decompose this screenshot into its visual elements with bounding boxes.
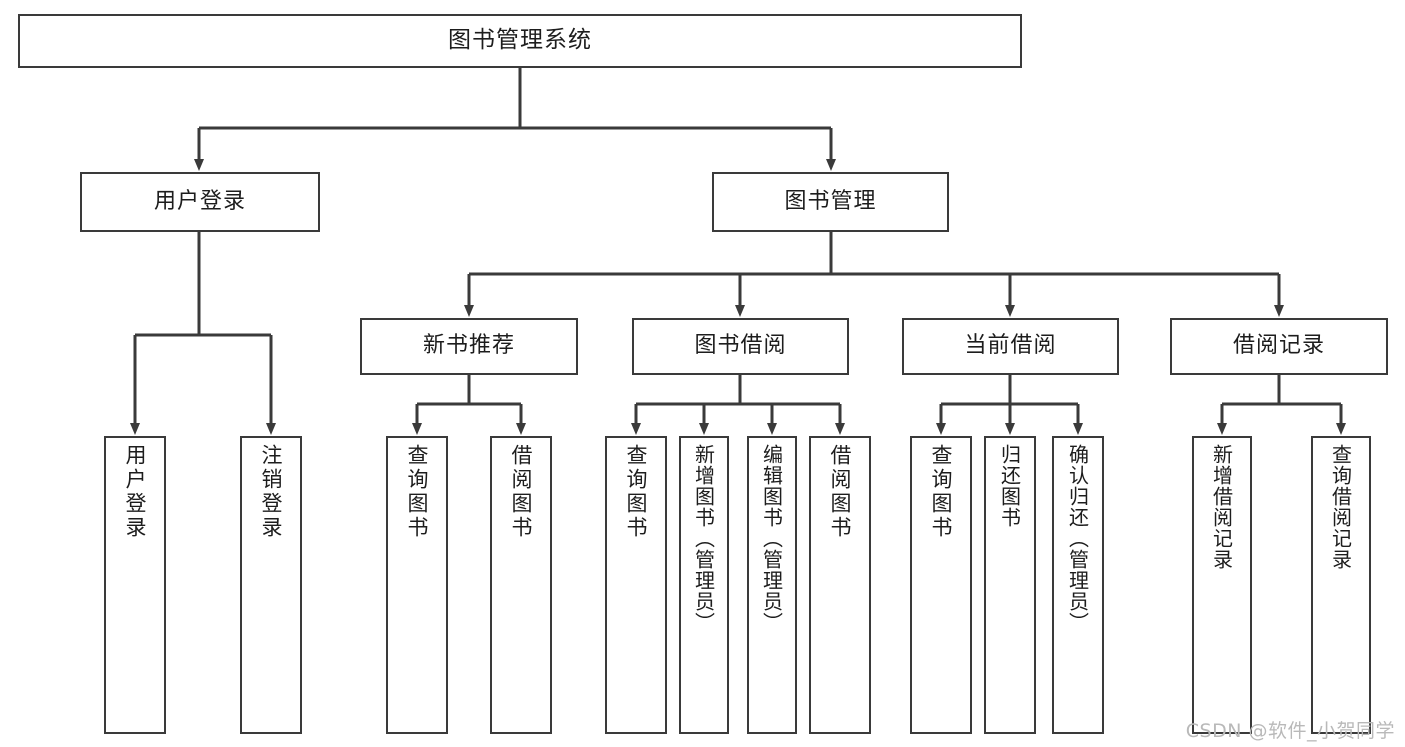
leaf-logout-login[interactable]: 注销登录 [240, 436, 302, 734]
node-label: 查询图书 [624, 444, 648, 540]
csdn-watermark: CSDN @软件_小贺同学 [1185, 720, 1395, 742]
node-label: 用户登录 [123, 444, 147, 540]
node-label: 注销登录 [259, 444, 283, 540]
node-borrow-record[interactable]: 借阅记录 [1170, 318, 1388, 375]
leaf-edit-book-admin[interactable]: 编辑图书（管理员） [747, 436, 797, 734]
node-label: 确认归还（管理员） [1065, 444, 1090, 633]
node-user-login[interactable]: 用户登录 [80, 172, 320, 232]
leaf-borrow-book[interactable]: 借阅图书 [809, 436, 871, 734]
node-label: 查询图书 [929, 444, 953, 540]
node-label: 图书管理 [784, 188, 877, 214]
leaf-query-book-recommend[interactable]: 查询图书 [386, 436, 448, 734]
leaf-user-login[interactable]: 用户登录 [104, 436, 166, 734]
node-root-system[interactable]: 图书管理系统 [18, 14, 1022, 68]
leaf-confirm-return-admin[interactable]: 确认归还（管理员） [1052, 436, 1104, 734]
node-label: 用户登录 [153, 188, 246, 214]
node-label: 归还图书 [997, 444, 1022, 528]
leaf-query-borrow-record[interactable]: 查询借阅记录 [1311, 436, 1371, 734]
node-label: 图书管理系统 [448, 27, 592, 54]
node-label: 编辑图书（管理员） [759, 444, 784, 633]
node-label: 新增借阅记录 [1209, 444, 1234, 570]
leaf-query-book-borrow[interactable]: 查询图书 [605, 436, 667, 734]
leaf-add-borrow-record[interactable]: 新增借阅记录 [1192, 436, 1252, 734]
leaf-query-book-current[interactable]: 查询图书 [910, 436, 972, 734]
node-book-borrow[interactable]: 图书借阅 [632, 318, 849, 375]
node-label: 当前借阅 [964, 333, 1057, 359]
node-label: 图书借阅 [694, 333, 787, 359]
node-label: 借阅图书 [509, 444, 533, 540]
node-label: 查询图书 [405, 444, 429, 540]
node-new-book-recommend[interactable]: 新书推荐 [360, 318, 578, 375]
leaf-return-book[interactable]: 归还图书 [984, 436, 1036, 734]
node-label: 借阅记录 [1232, 333, 1325, 359]
node-label: 新增图书（管理员） [691, 444, 716, 633]
leaf-add-book-admin[interactable]: 新增图书（管理员） [679, 436, 729, 734]
node-current-borrow[interactable]: 当前借阅 [902, 318, 1119, 375]
node-label: 查询借阅记录 [1328, 444, 1353, 570]
node-label: 借阅图书 [828, 444, 852, 540]
leaf-borrow-book-recommend[interactable]: 借阅图书 [490, 436, 552, 734]
node-book-manage[interactable]: 图书管理 [712, 172, 949, 232]
node-label: 新书推荐 [422, 333, 515, 359]
